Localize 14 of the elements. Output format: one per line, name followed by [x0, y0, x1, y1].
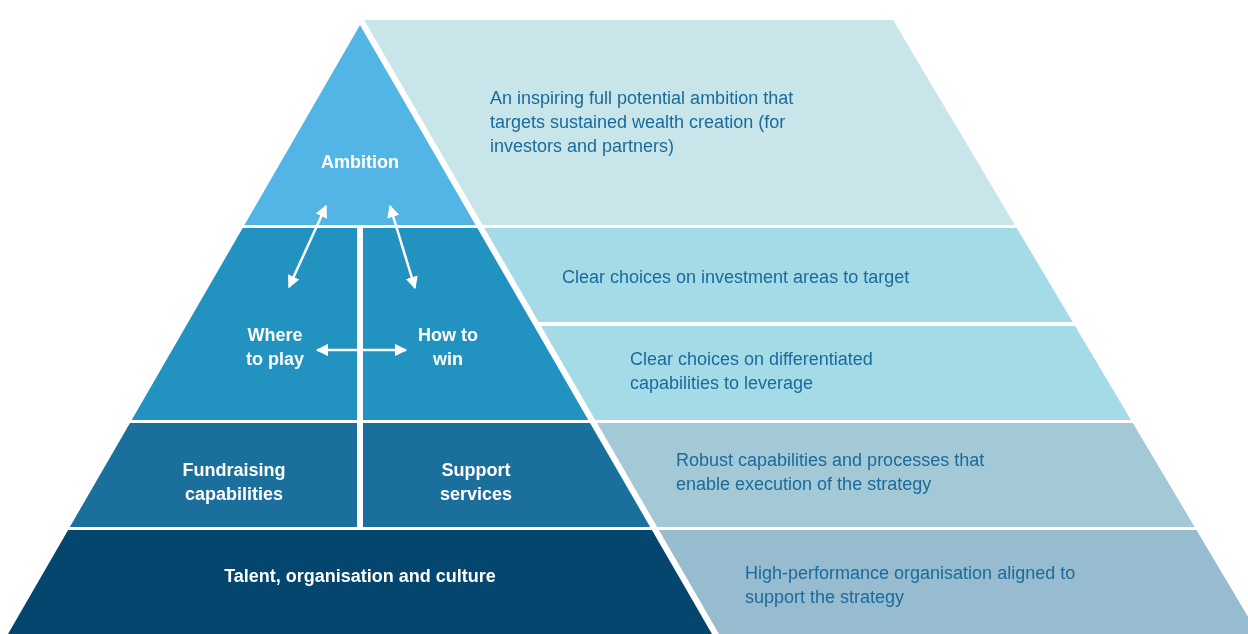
- description-text: Clear choices on investment areas to target: [562, 267, 910, 287]
- description-text: Clear choices on differentiated capabilities to leverage: [630, 349, 873, 393]
- tier-label: Ambition: [321, 152, 399, 172]
- description-text: An inspiring full potential ambition that targets sustained wealth creation (for investors and partners): [490, 88, 794, 156]
- description-text: High-performance organisation aligned to support the strategy: [745, 563, 1076, 607]
- double-arrow: [315, 343, 408, 357]
- tier-label: Support services: [439, 460, 513, 504]
- double-arrow: [287, 204, 328, 289]
- tier-label: Talent, organisation and culture: [224, 566, 496, 586]
- tier-label: How to win: [418, 325, 478, 369]
- tier-label: Where to play: [246, 325, 304, 369]
- tier-label: Fundraising capabilities: [182, 460, 286, 504]
- double-arrow: [387, 204, 418, 290]
- description-text: Robust capabilities and processes that enable execution of the strategy: [676, 450, 985, 494]
